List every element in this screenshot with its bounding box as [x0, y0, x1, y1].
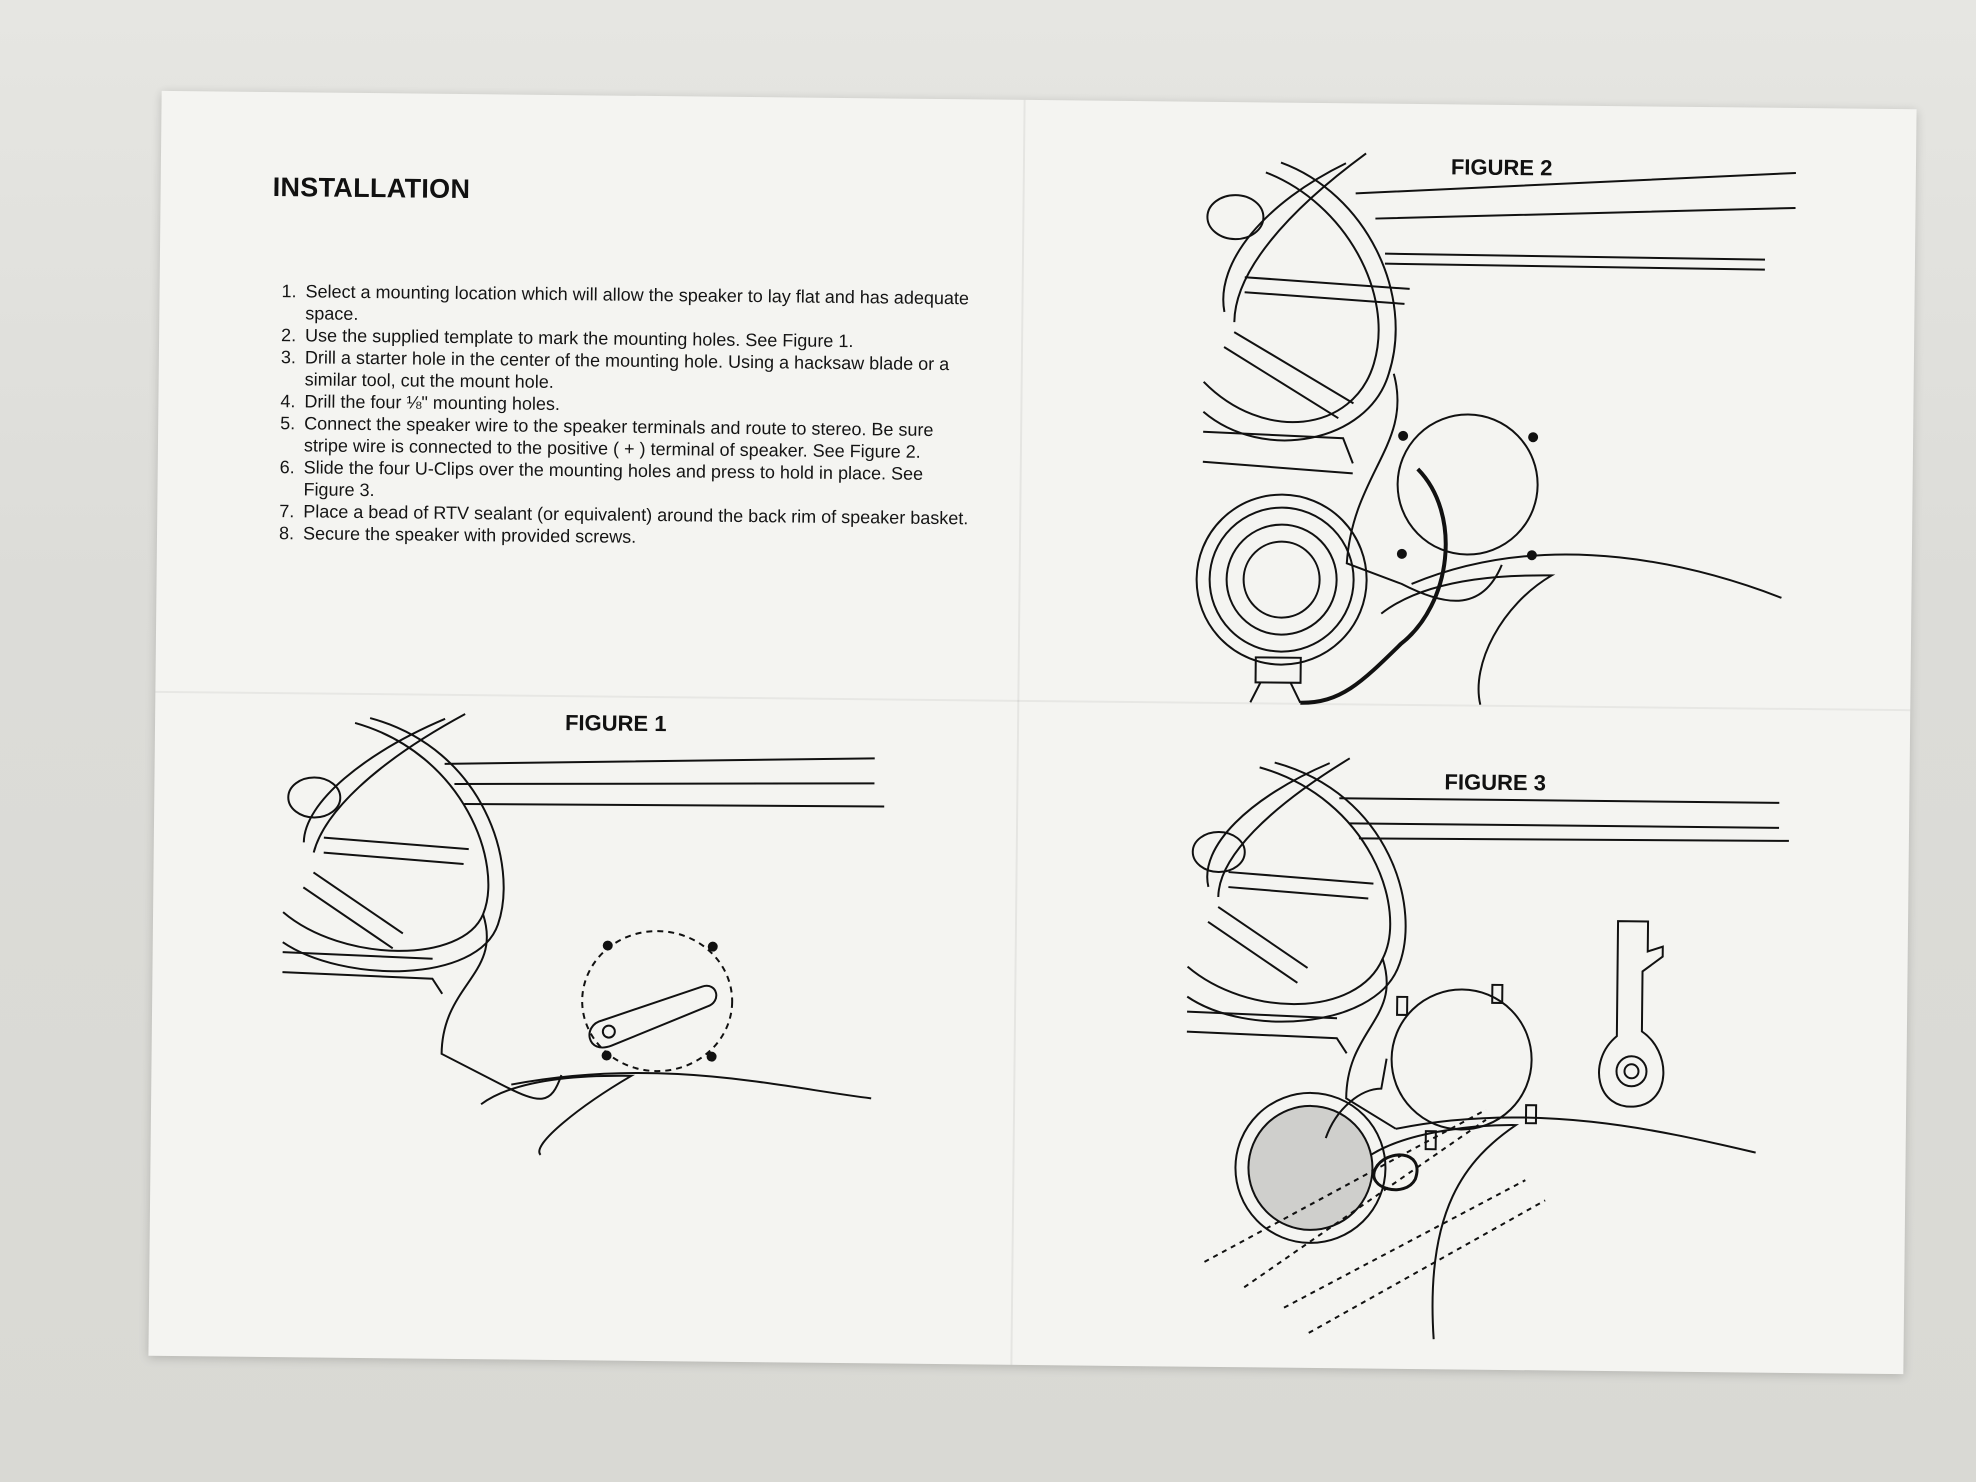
- instruction-sheet: INSTALLATION 1.Select a mounting locatio…: [148, 90, 1917, 1375]
- figure-2-diagram: [1200, 142, 1806, 708]
- step-item: 3.Drill a starter hole in the center of …: [280, 347, 950, 392]
- step-item: 5.Connect the speaker wire to the speake…: [280, 413, 934, 462]
- page-title: INSTALLATION: [272, 172, 471, 205]
- fold-line-vertical: [1010, 99, 1026, 1365]
- step-item: 1.Select a mounting location which will …: [281, 281, 970, 324]
- figure-3-diagram: [1184, 757, 1800, 1343]
- figure-1-diagram: [281, 712, 906, 1158]
- installation-steps: 1.Select a mounting location which will …: [269, 280, 972, 551]
- step-item: 6.Slide the four U-Clips over the mounti…: [279, 457, 924, 501]
